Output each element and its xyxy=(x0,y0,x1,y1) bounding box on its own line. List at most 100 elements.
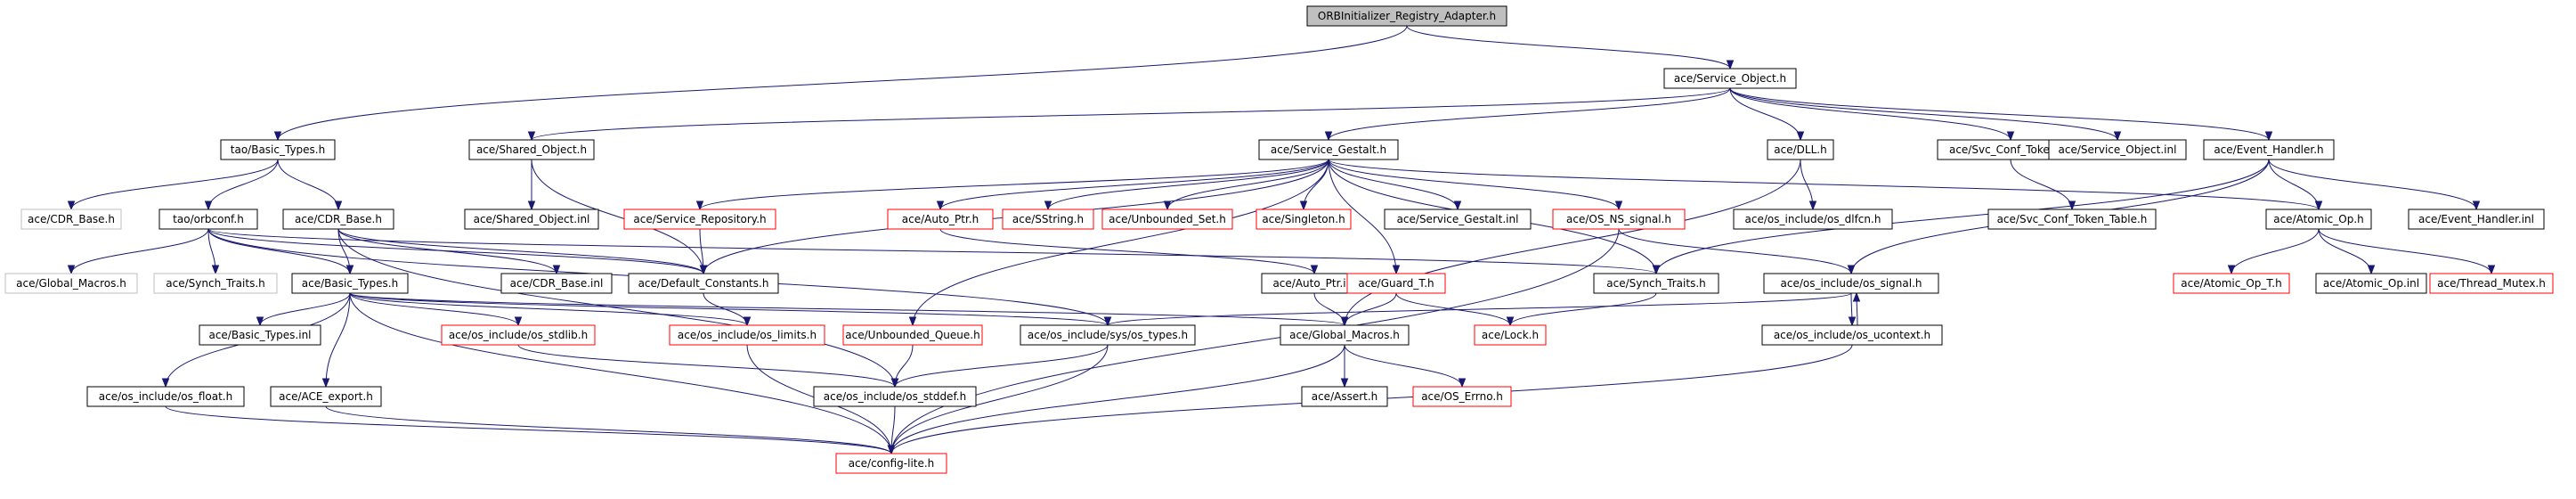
header-node-cdr-base[interactable]: ace/CDR_Base.h xyxy=(282,209,394,230)
header-node-os-stdlib[interactable]: ace/os_include/os_stdlib.h xyxy=(441,324,596,346)
edge-arrowhead xyxy=(1458,378,1467,389)
edge-arrowhead xyxy=(1044,200,1052,211)
header-node-synch-traits[interactable]: ace/Synch_Traits.h xyxy=(1593,273,1719,294)
header-node-shared-object[interactable]: ace/Shared_Object.h xyxy=(468,139,595,160)
header-node-basic-types[interactable]: ace/Basic_Types.h xyxy=(291,273,409,294)
node-label: ace/Basic_Types.inl xyxy=(208,329,311,341)
node-label: ace/CDR_Base.h xyxy=(28,213,115,225)
include-edge xyxy=(1328,87,1731,141)
include-edge xyxy=(1509,292,1657,326)
header-node-basic-types-inl[interactable]: ace/Basic_Types.inl xyxy=(199,324,321,346)
header-node-assert[interactable]: ace/Assert.h xyxy=(1301,386,1388,407)
node-label: ace/Lock.h xyxy=(1482,329,1539,341)
node-label: ace/Assert.h xyxy=(1312,390,1378,403)
header-node-shared-object-inl[interactable]: ace/Shared_Object.inl xyxy=(464,209,599,230)
header-node-sstring[interactable]: ace/SString.h xyxy=(1002,209,1094,230)
node-box xyxy=(1280,324,1410,346)
node-label: ORBInitializer_Registry_Adapter.h xyxy=(1318,10,1496,22)
header-node-atomic-op-t[interactable]: ace/Atomic_Op_T.h xyxy=(2173,273,2290,294)
include-edge xyxy=(207,228,1657,274)
header-node-auto-ptr-inl[interactable]: ace/Auto_Ptr.inl xyxy=(1261,273,1368,294)
node-box xyxy=(1663,68,1797,89)
header-node-service-object-inl[interactable]: ace/Service_Object.inl xyxy=(2048,139,2187,160)
header-node-guard-t[interactable]: ace/Guard_T.h xyxy=(1346,273,1446,294)
edge-arrowhead xyxy=(699,265,708,275)
node-label: ace/os_include/os_stdlib.h xyxy=(449,329,588,341)
include-edge xyxy=(325,292,351,388)
header-nodes: ORBInitializer_Registry_Adapter.h ace/Ser… xyxy=(4,5,2554,474)
include-edge xyxy=(1107,292,1852,326)
include-edge xyxy=(2268,159,2477,210)
node-box xyxy=(153,273,278,294)
header-node-default-constants[interactable]: ace/Default_Constants.h xyxy=(628,273,779,294)
node-label: ace/CDR_Base.inl xyxy=(510,277,604,290)
node-label: ace/Atomic_Op.inl xyxy=(2323,277,2419,290)
header-node-cdr-base-inl[interactable]: ace/CDR_Base.inl xyxy=(500,273,613,294)
edge-arrowhead xyxy=(2113,131,2122,142)
node-box xyxy=(20,209,122,230)
header-node-config-lite[interactable]: ace/config-lite.h xyxy=(835,453,947,474)
header-node-lock[interactable]: ace/Lock.h xyxy=(1474,324,1547,346)
header-node-os-signal[interactable]: ace/os_include/os_signal.h xyxy=(1763,273,1939,294)
include-edge xyxy=(1344,159,1801,326)
edge-arrowhead xyxy=(2472,200,2481,211)
node-label: ace/Synch_Traits.h xyxy=(1606,277,1705,290)
node-box xyxy=(1593,273,1719,294)
header-node-atomic-op-inl[interactable]: ace/Atomic_Op.inl xyxy=(2315,273,2427,294)
header-node-ace-export[interactable]: ace/ACE_export.h xyxy=(270,386,382,407)
header-node-synch-traits-gray[interactable]: ace/Synch_Traits.h xyxy=(153,273,278,294)
edge-arrowhead xyxy=(2264,131,2273,142)
header-node-svc-conf-token-table[interactable]: ace/Svc_Conf_Token_Table.h xyxy=(1987,209,2157,230)
header-node-os-ucontext[interactable]: ace/os_include/os_ucontext.h xyxy=(1761,324,1943,346)
edge-arrowhead xyxy=(695,200,704,211)
node-box xyxy=(1761,324,1943,346)
header-node-os-limits[interactable]: ace/os_include/os_limits.h xyxy=(669,324,825,346)
header-node-os-stddef[interactable]: ace/os_include/os_stddef.h xyxy=(813,386,977,407)
node-label: ace/Synch_Traits.h xyxy=(166,277,264,290)
header-node-root[interactable]: ORBInitializer_Registry_Adapter.h xyxy=(1306,5,1507,27)
node-box xyxy=(2408,209,2545,230)
edge-arrowhead xyxy=(1652,265,1661,275)
header-node-os-ns-signal[interactable]: ace/OS_NS_signal.h xyxy=(1552,209,1686,230)
edge-arrowhead xyxy=(1796,131,1805,142)
header-node-auto-ptr[interactable]: ace/Auto_Ptr.h xyxy=(887,209,994,230)
node-box xyxy=(623,209,776,230)
include-edge xyxy=(207,228,351,274)
header-node-global-macros[interactable]: ace/Global_Macros.h xyxy=(1280,324,1410,346)
header-node-tao-basic-types[interactable]: tao/Basic_Types.h xyxy=(220,139,336,160)
header-node-event-handler-inl[interactable]: ace/Event_Handler.inl xyxy=(2408,209,2545,230)
include-edge xyxy=(349,292,892,454)
header-node-event-handler[interactable]: ace/Event_Handler.h xyxy=(2203,139,2335,160)
node-box xyxy=(1346,273,1446,294)
header-node-thread-mutex[interactable]: ace/Thread_Mutex.h xyxy=(2429,273,2554,294)
header-node-unbounded-queue[interactable]: ace/Unbounded_Queue.h xyxy=(842,324,983,346)
include-edge xyxy=(2318,228,2372,274)
include-edge xyxy=(699,159,1329,210)
header-node-orbconf[interactable]: tao/orbconf.h xyxy=(158,209,258,230)
edge-arrowhead xyxy=(345,265,354,275)
include-edge xyxy=(1047,159,1329,210)
node-label: ace/DLL.h xyxy=(1774,143,1826,156)
header-node-service-repository[interactable]: ace/Service_Repository.h xyxy=(623,209,776,230)
header-node-service-object[interactable]: ace/Service_Object.h xyxy=(1663,68,1797,89)
edge-arrowhead xyxy=(890,378,899,389)
header-node-os-errno[interactable]: ace/OS_Errno.h xyxy=(1412,386,1512,407)
header-node-global-macros-gray[interactable]: ace/Global_Macros.h xyxy=(4,273,138,294)
header-node-cdr-base-gray[interactable]: ace/CDR_Base.h xyxy=(20,209,122,230)
header-node-service-gestalt-inl[interactable]: ace/Service_Gestalt.inl xyxy=(1384,209,1532,230)
node-label: ace/Svc_Conf_Tokens.h xyxy=(1949,143,2072,156)
header-node-os-float[interactable]: ace/os_include/os_float.h xyxy=(86,386,245,407)
include-edge xyxy=(1328,159,1459,210)
header-node-unbounded-set[interactable]: ace/Unbounded_Set.h xyxy=(1101,209,1233,230)
node-label: tao/Basic_Types.h xyxy=(231,143,325,156)
node-label: ace/Service_Object.h xyxy=(1674,72,1786,85)
header-node-singleton[interactable]: ace/Singleton.h xyxy=(1255,209,1352,230)
header-node-dll[interactable]: ace/DLL.h xyxy=(1767,139,1834,160)
header-node-os-types[interactable]: ace/os_include/sys/os_types.h xyxy=(1020,324,1196,346)
header-node-service-gestalt[interactable]: ace/Service_Gestalt.h xyxy=(1258,139,1399,160)
node-label: ace/OS_Errno.h xyxy=(1421,390,1503,403)
node-label: ace/config-lite.h xyxy=(849,457,935,470)
node-label: ace/os_include/os_limits.h xyxy=(678,329,817,341)
header-node-os-dlfcn[interactable]: ace/os_include/os_dlfcn.h xyxy=(1733,209,1893,230)
header-node-atomic-op[interactable]: ace/Atomic_Op.h xyxy=(2265,209,2372,230)
